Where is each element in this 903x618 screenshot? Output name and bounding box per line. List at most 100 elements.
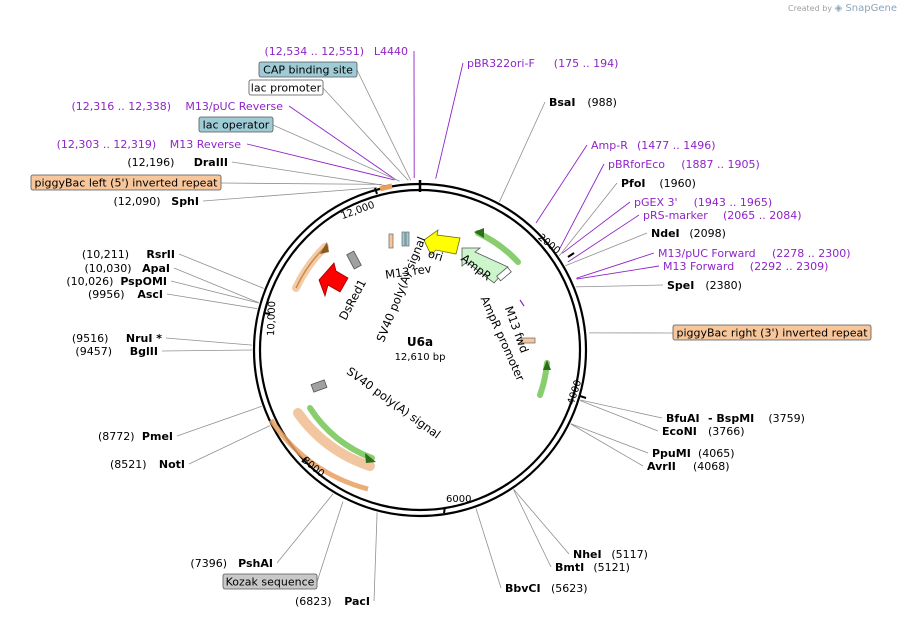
enzyme-pos-16: (9516) bbox=[72, 332, 109, 345]
enzyme-pos-15: (9457) bbox=[75, 345, 112, 358]
label-lines bbox=[161, 50, 674, 602]
green-arc-lower-left bbox=[293, 408, 375, 471]
snapgene-logo: ◈ bbox=[834, 3, 846, 14]
feature-box-label-2: lac operator bbox=[203, 119, 270, 132]
label-ori: ori bbox=[426, 246, 444, 264]
box-line-3 bbox=[220, 182, 382, 185]
primer-line-9 bbox=[576, 265, 660, 280]
enzyme-name-17: AscI bbox=[137, 288, 163, 301]
plasmid-name: U6a bbox=[407, 335, 433, 349]
enzyme-name-15: BglII bbox=[130, 345, 158, 358]
enzyme-pos-21: (12,090) bbox=[114, 195, 161, 208]
enzyme-name-14: PmeI bbox=[142, 430, 173, 443]
primer-range-2: (12,316 .. 12,338) bbox=[71, 100, 171, 113]
enzyme-pos-0: (988) bbox=[587, 96, 617, 109]
enzyme-name-9: BmtI bbox=[555, 561, 584, 574]
enzyme-line-19 bbox=[173, 267, 259, 304]
green-arc-lower-left-inner bbox=[307, 405, 375, 461]
enzyme-pos-8: (5117) bbox=[611, 548, 648, 561]
m13-fwd-mark bbox=[519, 299, 525, 307]
primer-range-7: (2065 .. 2084) bbox=[723, 209, 802, 222]
enzyme-line-18 bbox=[170, 280, 259, 304]
primer-name-3: M13 Reverse bbox=[170, 138, 241, 151]
enzyme-line-7 bbox=[570, 423, 644, 467]
arrowhead-top-right bbox=[474, 228, 484, 238]
enzyme-pos-6: (4065) bbox=[698, 447, 735, 460]
enzyme-name-2: NdeI bbox=[651, 227, 680, 240]
ampr-arrow bbox=[461, 247, 509, 284]
enzyme-name-16: NruI * bbox=[126, 332, 162, 345]
enzyme-line-11 bbox=[373, 512, 378, 602]
feature-box-label-3: piggyBac left (5') inverted repeat bbox=[35, 177, 219, 190]
tick-6000: 6000 bbox=[446, 494, 471, 505]
primer-line-2 bbox=[288, 105, 397, 181]
primer-name-7: pRS-marker bbox=[643, 209, 708, 222]
enzyme-line-14 bbox=[176, 405, 262, 437]
enzyme-name-6: PpuMI bbox=[652, 447, 691, 460]
enzyme-pos-9: (5121) bbox=[593, 561, 630, 574]
enzyme-pos-17: (9956) bbox=[88, 288, 125, 301]
enzyme-name-20: RsrII bbox=[146, 248, 175, 261]
primer-name-1: pBR322ori-F bbox=[467, 57, 535, 70]
enzyme-name-22: DraIII bbox=[194, 156, 228, 169]
enzyme-line-17 bbox=[166, 293, 258, 310]
primer-name-6: pGEX 3' bbox=[634, 196, 678, 209]
enzyme-pos-4: (3759) bbox=[768, 412, 805, 425]
enzyme-pos-11: (6823) bbox=[295, 595, 332, 608]
primer-range-3: (12,303 .. 12,319) bbox=[57, 138, 157, 151]
feature-box-4 bbox=[672, 324, 872, 341]
feature-box-0 bbox=[258, 61, 358, 78]
primer-name-5: pBRforEco bbox=[608, 158, 665, 171]
enzyme-line-15 bbox=[161, 349, 253, 352]
enzyme-name-0: BsaI bbox=[549, 96, 575, 109]
box-line-1 bbox=[322, 87, 409, 181]
enzyme-line-10 bbox=[475, 508, 502, 589]
enzyme-line-13 bbox=[188, 425, 271, 465]
enzyme-line-3 bbox=[575, 284, 664, 288]
enzyme-pos-1: (1960) bbox=[659, 177, 696, 190]
primer-range-9: (2292 .. 2309) bbox=[750, 260, 829, 273]
feature-box-1 bbox=[248, 79, 324, 96]
piggybac-arc-lower-left bbox=[268, 418, 369, 492]
enzyme-pos-18: (10,026) bbox=[66, 275, 113, 288]
credit-brand: SnapGene bbox=[845, 3, 897, 14]
enzyme-name-5: EcoNI bbox=[662, 425, 697, 438]
credit-prefix: Created by bbox=[788, 4, 833, 13]
enzyme-pos-20: (10,211) bbox=[82, 248, 129, 261]
enzyme-pos-19: (10,030) bbox=[85, 262, 132, 275]
primer-range-5: (1887 .. 1905) bbox=[681, 158, 760, 171]
enzyme-name-10: BbvCI bbox=[505, 582, 541, 595]
sv40-box-lower bbox=[310, 379, 328, 393]
enzyme-line-12 bbox=[276, 493, 334, 564]
enzyme-pos-22: (12,196) bbox=[127, 156, 174, 169]
label-sv40-lower: SV40 poly(A) signal bbox=[344, 364, 443, 441]
primer-range-0: (12,534 .. 12,551) bbox=[264, 45, 364, 58]
feature-box-label-0: CAP binding site bbox=[263, 64, 353, 77]
tick-labels: 2000 4000 6000 8000 10,000 12,000 bbox=[263, 187, 587, 514]
primer-range-8: (2278 .. 2300) bbox=[772, 247, 851, 260]
primer-name-8: M13/pUC Forward bbox=[658, 247, 756, 260]
enzyme-name-1: PfoI bbox=[621, 177, 646, 190]
enzyme-name-7: AvrII bbox=[647, 460, 676, 473]
enzyme-line-9 bbox=[513, 489, 552, 568]
enzyme-pos-3: (2380) bbox=[705, 279, 742, 292]
primer-range-1: (175 .. 194) bbox=[554, 57, 619, 70]
outer-labels: BsaI(988)PfoI(1960)NdeI(2098)SpeI(2380)B… bbox=[30, 45, 872, 608]
enzyme-name-18: PspOMI bbox=[120, 275, 167, 288]
feature-box-5 bbox=[222, 573, 318, 590]
enzyme-name-13: NotI bbox=[159, 458, 185, 471]
feature-box-3 bbox=[30, 174, 222, 191]
enzyme-pos-7: (4068) bbox=[693, 460, 730, 473]
plasmid-length: 12,610 bp bbox=[395, 352, 446, 363]
ampr-promoter-box bbox=[496, 266, 512, 282]
snapgene-credit: Created by ◈ SnapGene bbox=[788, 3, 897, 14]
primer-line-1 bbox=[435, 62, 464, 179]
enzyme-name-12: PshAI bbox=[238, 557, 273, 570]
enzyme-line-4 bbox=[580, 399, 663, 419]
enzyme-name-8: NheI bbox=[573, 548, 602, 561]
lac-operator-box bbox=[401, 231, 406, 247]
primer-name-9: M13 Forward bbox=[663, 260, 734, 273]
enzyme-pos-5: (3766) bbox=[708, 425, 745, 438]
primer-line-7 bbox=[567, 214, 640, 263]
